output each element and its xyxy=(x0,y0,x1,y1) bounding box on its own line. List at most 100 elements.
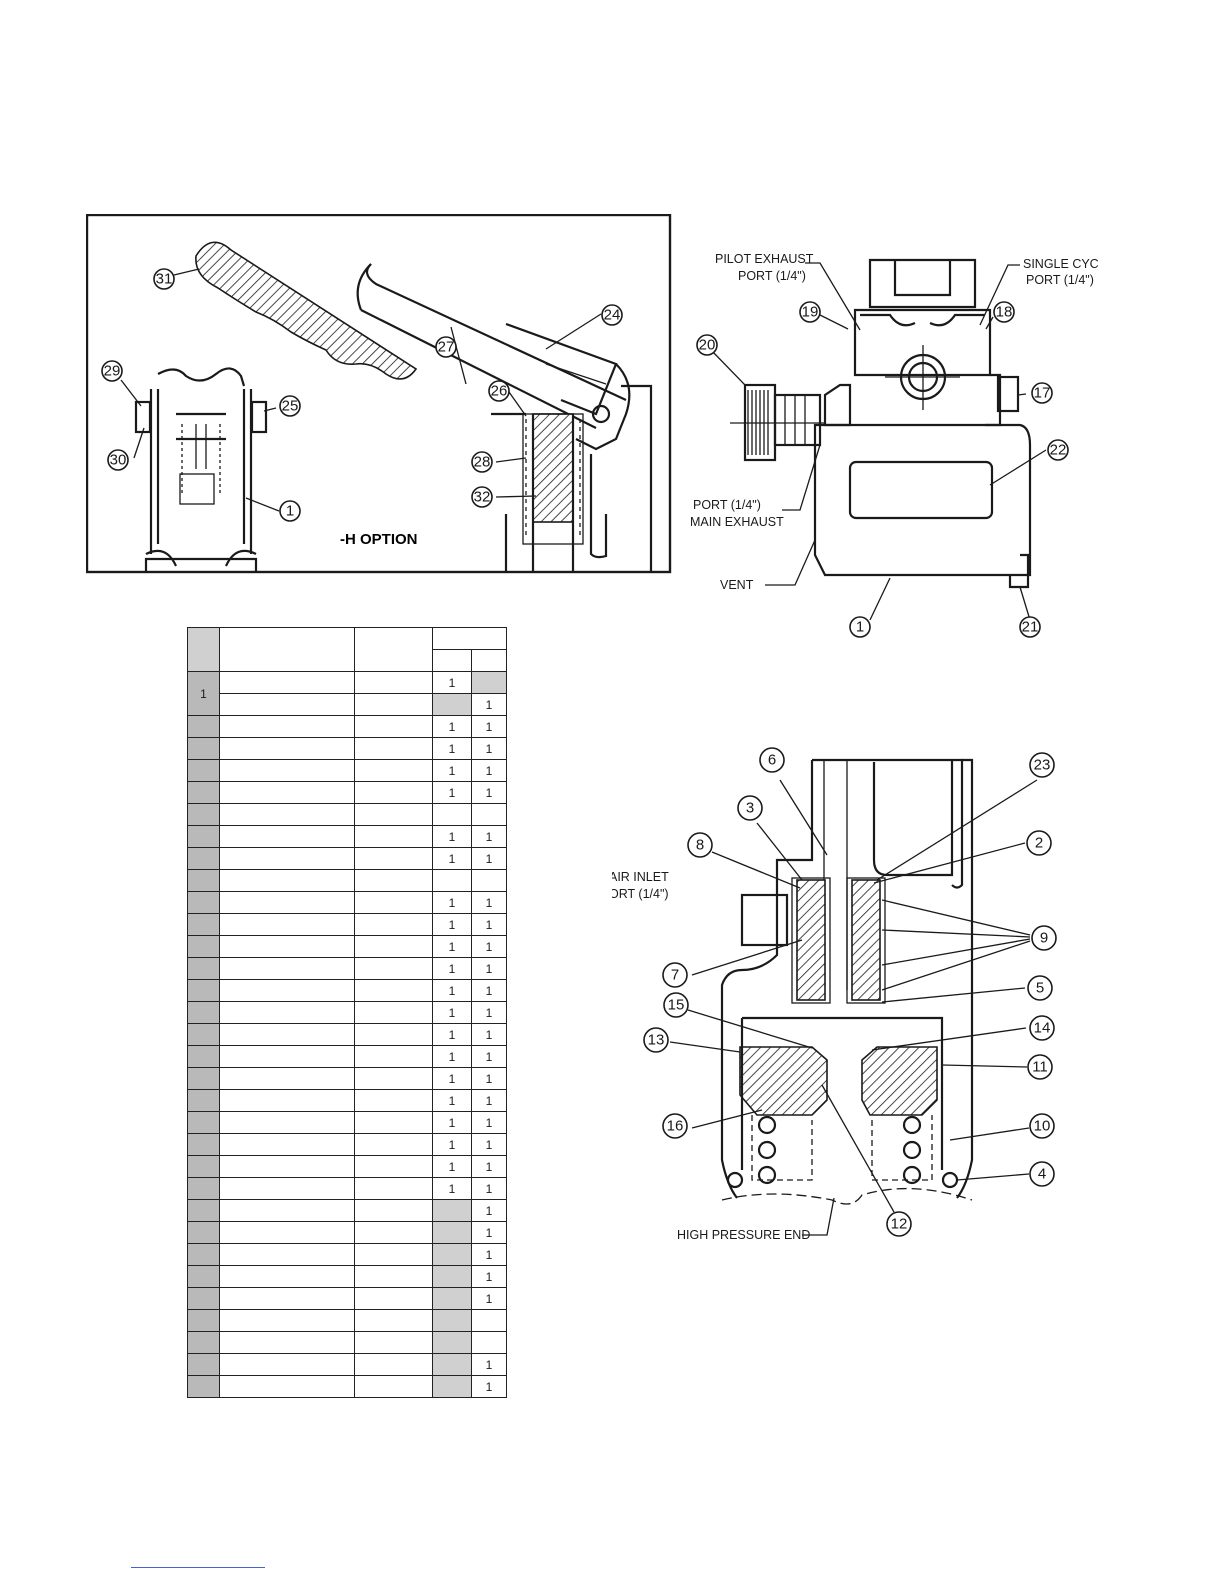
description-cell xyxy=(219,781,355,804)
qty-1-cell: 1 xyxy=(432,935,472,958)
item-number xyxy=(187,1375,220,1398)
svg-text:19: 19 xyxy=(802,304,819,321)
description-cell xyxy=(219,869,355,892)
qty-1-cell: 1 xyxy=(432,979,472,1002)
qty-2-cell: 1 xyxy=(471,737,507,760)
callout-23: 23 xyxy=(1029,752,1055,778)
callout-11: 11 xyxy=(1027,1054,1053,1080)
qty-1-cell: 1 xyxy=(432,891,472,914)
description-cell xyxy=(219,1045,355,1068)
pump-exterior-diagram: PILOT EXHAUST PORT (1/4") SINGLE CYC POR… xyxy=(690,252,1099,638)
item-number xyxy=(187,1023,220,1046)
qty-1-cell xyxy=(432,803,472,826)
item-number xyxy=(187,759,220,782)
air-inlet-label: AIR INLET xyxy=(612,870,669,884)
svg-text:24: 24 xyxy=(604,307,621,324)
part-number-cell xyxy=(354,891,433,914)
qty-2-cell xyxy=(471,1309,507,1332)
item-number xyxy=(187,825,220,848)
footer-link-underline[interactable] xyxy=(131,1567,265,1568)
callout-18: 18 xyxy=(993,301,1015,323)
main-exhaust-port-label: PORT (1/4") xyxy=(693,498,761,512)
description-cell xyxy=(219,1309,355,1332)
qty-2-cell: 1 xyxy=(471,1221,507,1244)
svg-text:11: 11 xyxy=(1032,1059,1048,1076)
item-number xyxy=(187,715,220,738)
description-cell xyxy=(219,825,355,848)
vent-label: VENT xyxy=(720,578,754,592)
item-number xyxy=(187,1265,220,1288)
description-cell xyxy=(219,1265,355,1288)
callout-15: 15 xyxy=(663,992,689,1018)
qty-1-cell: 1 xyxy=(432,737,472,760)
item-number xyxy=(187,1199,220,1222)
item-number xyxy=(187,979,220,1002)
svg-text:12: 12 xyxy=(891,1216,908,1233)
table-row: 1 xyxy=(187,1221,507,1244)
svg-text:22: 22 xyxy=(1050,442,1067,459)
svg-text:5: 5 xyxy=(1036,980,1044,997)
svg-text:32: 32 xyxy=(474,489,491,506)
item-number xyxy=(187,891,220,914)
svg-text:2: 2 xyxy=(1035,835,1043,852)
qty-2-cell: 1 xyxy=(471,1089,507,1112)
part-number-cell xyxy=(354,715,433,738)
svg-text:14: 14 xyxy=(1034,1020,1051,1037)
description-cell xyxy=(219,1243,355,1266)
item-number xyxy=(187,1155,220,1178)
item-number xyxy=(187,1287,220,1310)
part-number-cell xyxy=(354,1353,433,1376)
qty-1-cell: 1 xyxy=(432,913,472,936)
svg-text:26: 26 xyxy=(491,383,508,400)
part-number-cell xyxy=(354,1089,433,1112)
qty-2-cell: 1 xyxy=(471,1111,507,1134)
header-item xyxy=(187,627,220,672)
svg-text:1: 1 xyxy=(286,503,294,520)
qty-2-cell: 1 xyxy=(471,935,507,958)
callout-20: 20 xyxy=(696,334,718,356)
item-number xyxy=(187,781,220,804)
callout-25: 25 xyxy=(279,395,301,417)
qty-1-cell: 1 xyxy=(432,957,472,980)
part-number-cell xyxy=(354,1133,433,1156)
svg-text:18: 18 xyxy=(996,304,1013,321)
qty-1-cell xyxy=(432,1265,472,1288)
air-inlet-port-label: ORT (1/4") xyxy=(612,887,669,901)
qty-2-cell: 1 xyxy=(471,891,507,914)
qty-1-cell xyxy=(432,1353,472,1376)
qty-1-cell xyxy=(432,1309,472,1332)
part-number-cell xyxy=(354,1177,433,1200)
part-number-cell xyxy=(354,1067,433,1090)
qty-2-cell: 1 xyxy=(471,1155,507,1178)
svg-text:6: 6 xyxy=(768,752,776,769)
qty-2-cell: 1 xyxy=(471,1023,507,1046)
callout-14: 14 xyxy=(1029,1015,1055,1041)
part-number-cell xyxy=(354,671,433,694)
part-number-cell xyxy=(354,1111,433,1134)
h-option-diagram: 31 27 24 29 25 26 28 30 32 1 -H OPTION xyxy=(86,214,672,574)
svg-text:30: 30 xyxy=(110,452,127,469)
qty-2-cell: 1 xyxy=(471,1133,507,1156)
part-number-cell xyxy=(354,1265,433,1288)
callout-10: 10 xyxy=(1029,1113,1055,1139)
callout-13: 13 xyxy=(643,1027,669,1053)
option-label: -H OPTION xyxy=(340,531,418,548)
part-number-cell xyxy=(354,693,433,716)
qty-1-cell: 1 xyxy=(432,1111,472,1134)
svg-text:31: 31 xyxy=(156,271,173,288)
callout-12: 12 xyxy=(886,1211,912,1237)
table-row: 1 xyxy=(187,1199,507,1222)
qty-2-cell: 1 xyxy=(471,1265,507,1288)
description-cell xyxy=(219,1287,355,1310)
callout-26: 26 xyxy=(488,380,510,402)
svg-text:15: 15 xyxy=(668,997,685,1014)
qty-1-cell: 1 xyxy=(432,1023,472,1046)
description-cell xyxy=(219,1133,355,1156)
callout-29: 29 xyxy=(101,360,123,382)
qty-1-cell xyxy=(432,869,472,892)
